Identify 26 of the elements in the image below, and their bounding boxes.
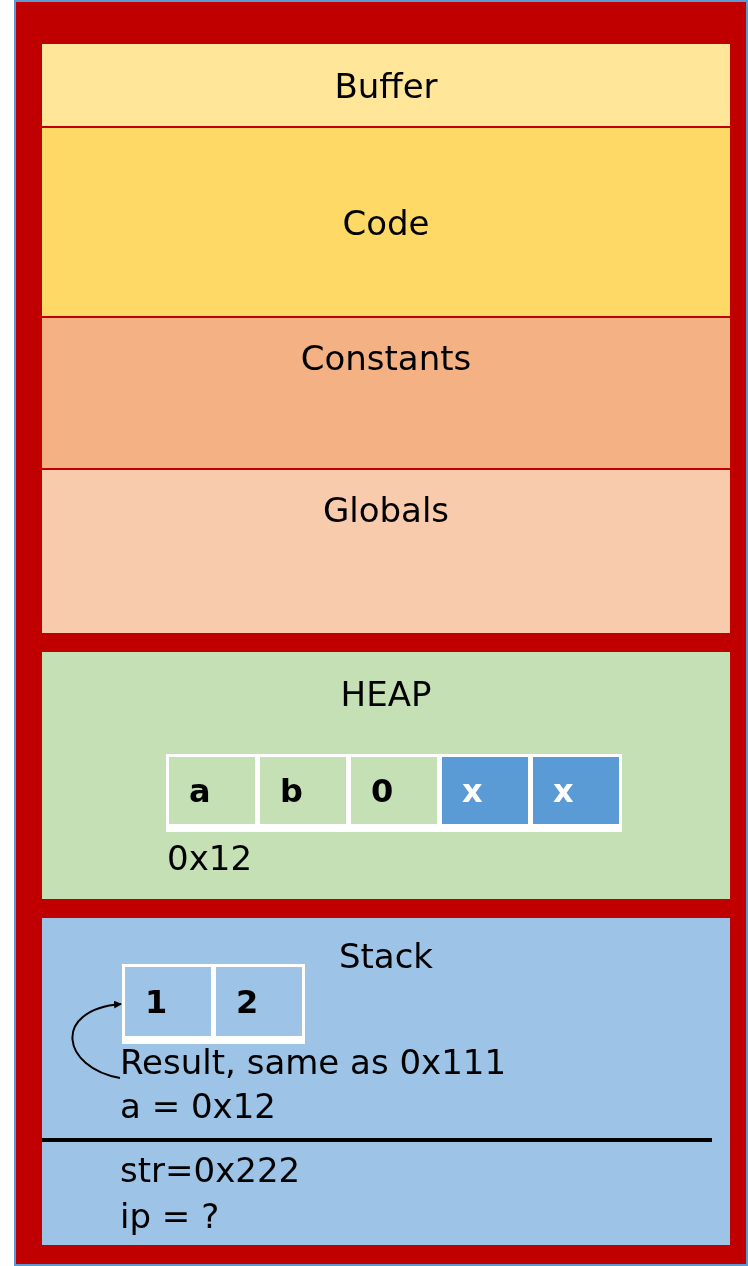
memory-segment (42, 128, 730, 317)
segment-title: Globals (322, 490, 450, 530)
memory-segment (42, 44, 730, 127)
memory-segment (42, 470, 730, 634)
array-cell: x (439, 754, 531, 832)
array-cell: 0 (348, 754, 440, 832)
variable-text: a = 0x12 (120, 1086, 276, 1126)
memory-segment (42, 318, 730, 469)
segment-title: HEAP (340, 674, 432, 714)
variable-text: str=0x222 (120, 1150, 301, 1190)
variable-text: ip = ? (120, 1196, 220, 1236)
array-cell: x (530, 754, 622, 832)
address-label: 0x12 (167, 838, 253, 878)
array-cell: 1 (122, 964, 214, 1044)
segment-title: Constants (300, 338, 472, 378)
array-cell: a (166, 754, 258, 832)
segment-title: Code (342, 202, 430, 243)
stack-entry-text: Result, same as 0x111 (120, 1042, 507, 1082)
memory-segment (42, 652, 730, 899)
array-cell: b (257, 754, 349, 832)
segment-title: Buffer (334, 65, 438, 106)
segment-title: Stack (338, 936, 434, 976)
memory-layout-frame (14, 0, 748, 1266)
memory-segment (42, 918, 730, 1245)
arrow (71, 1001, 122, 1079)
array-cell: 2 (213, 964, 305, 1044)
